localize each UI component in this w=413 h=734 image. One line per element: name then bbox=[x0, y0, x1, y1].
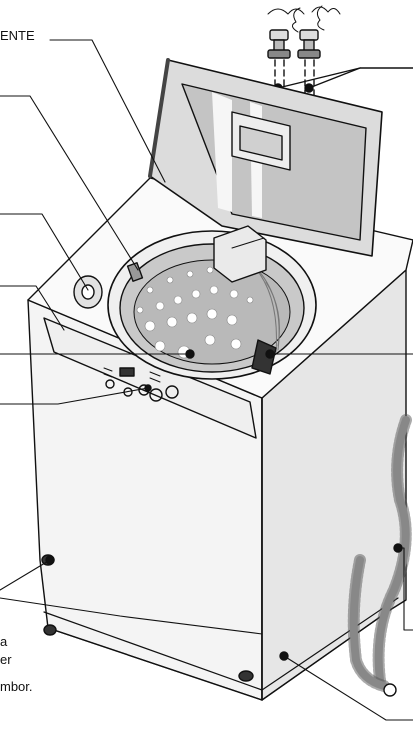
callout-line-hoses bbox=[277, 67, 413, 89]
lid bbox=[148, 58, 383, 283]
callout-label-top: ENTE bbox=[0, 28, 35, 43]
callout-line-hoses-2 bbox=[308, 67, 361, 89]
callout-label-bottom-2: er bbox=[0, 652, 12, 667]
callout-lines bbox=[0, 39, 413, 721]
callout-label-bottom-1: a bbox=[0, 634, 8, 649]
callout-dots bbox=[45, 349, 403, 661]
dispenser-hole bbox=[81, 284, 95, 300]
callout-label-bottom-3: mbor. bbox=[0, 679, 33, 694]
drain-hose bbox=[347, 414, 412, 697]
drum bbox=[107, 230, 317, 380]
